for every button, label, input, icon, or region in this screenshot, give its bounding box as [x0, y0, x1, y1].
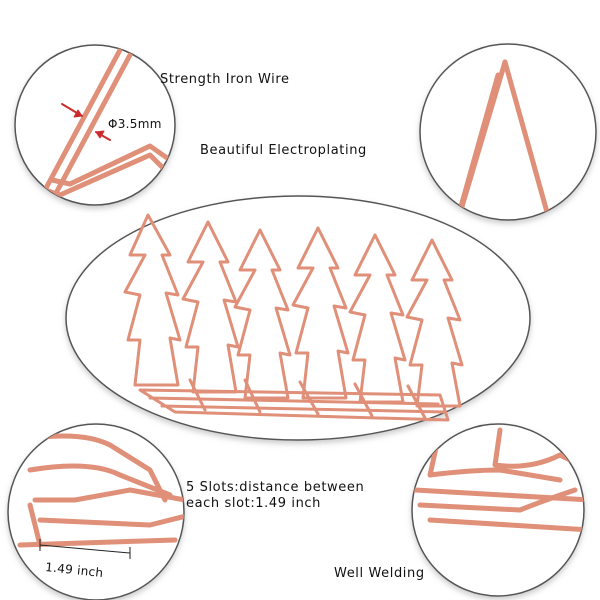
slots-label: 5 Slots:distance between each slot:1.49 … [186, 480, 426, 512]
main-product-ellipse [65, 195, 531, 441]
slots-label-line1: 5 Slots:distance between [186, 480, 365, 495]
welding-label: Well Welding [334, 566, 425, 581]
detail-circle-wire [14, 44, 176, 206]
diameter-label: Φ3.5mm [108, 117, 162, 131]
electroplating-label: Beautiful Electroplating [200, 143, 367, 158]
detail-circle-welding [411, 423, 585, 597]
detail-circle-electroplating [419, 43, 597, 221]
strength-label: Strength Iron Wire [160, 72, 290, 87]
slots-label-line2: each slot:1.49 inch [186, 496, 322, 511]
